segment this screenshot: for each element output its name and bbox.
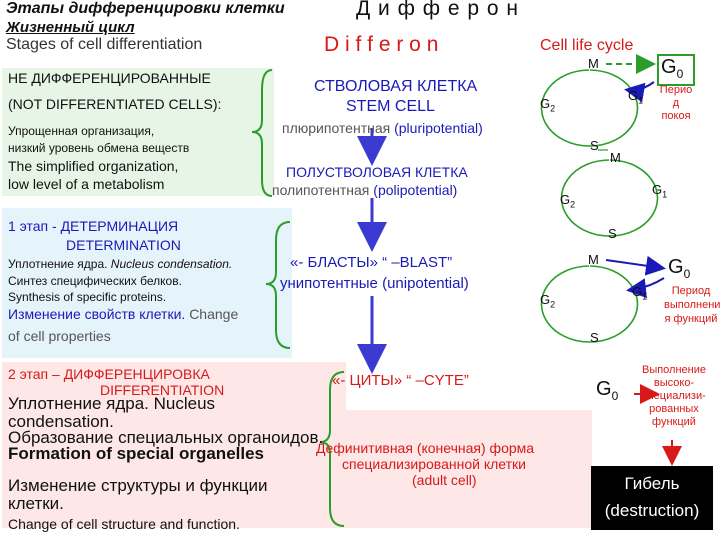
stage2-line6: клетки.: [8, 494, 64, 513]
stage1-title-en: DETERMINATION: [66, 237, 181, 253]
cycle1-g2: G2: [540, 96, 556, 114]
stage1-line5: of cell properties: [8, 328, 111, 344]
undifferentiated-panel: [2, 68, 274, 196]
cycle1-m: M: [588, 56, 599, 71]
title-en: Stages of cell differentiation: [6, 36, 203, 53]
differon-en: D i f f e r o n: [324, 33, 439, 56]
cycle2-g2: G2: [560, 192, 576, 210]
cycle1-s: S: [590, 138, 599, 153]
stem-potency-ru: плюрипотентная: [282, 120, 391, 136]
stage2-panel: [2, 362, 346, 528]
semistem-potency: полипотентная (polipotential): [272, 182, 457, 198]
stage2-line3: Образование специальных органоидов.: [8, 428, 324, 447]
cycle1-g0: G0: [661, 56, 684, 81]
brace-stage2: [319, 371, 345, 527]
stage2-line5: Изменение структуры и функции: [8, 476, 268, 495]
cycle2-circle: [560, 159, 659, 237]
stage2-title-ru: 2 этап – ДИФФЕРЕНЦИРОВКА: [8, 366, 210, 382]
cycle3-m: M: [588, 252, 599, 267]
stage2-line1: Уплотнение ядра. Nucleus: [8, 394, 216, 413]
blast-potency: унипотентные (unipotential): [280, 275, 469, 292]
semistem-potency-en: (polipotential): [373, 182, 458, 198]
cycle3-arrow-to-g0: [605, 255, 666, 276]
undiff-desc-ru-1: Упрощенная организация,: [8, 124, 155, 138]
definitive-line3: (adult cell): [412, 472, 477, 488]
undiff-heading-en: (NOT DIFFERENTIATED CELLS):: [8, 96, 222, 112]
cyte-label: «- ЦИТЫ» “ –CYTE”: [332, 372, 469, 389]
stage1-line2: Синтез специфических белков.: [8, 274, 182, 288]
stage1-title-ru: 1 этап - ДЕТЕРМИНАЦИЯ: [8, 218, 179, 234]
brace-stage1: [265, 221, 291, 349]
undiff-heading-ru: НЕ ДИФФЕРЕНЦИРОВАННЫЕ: [8, 70, 211, 86]
cycle2-s: S: [608, 226, 617, 241]
blast-potency-en: (unipotential): [382, 275, 469, 292]
semistem-potency-ru: полипотентная: [272, 182, 370, 198]
brace-undifferentiated: [251, 69, 273, 197]
undiff-desc-en-2: low level of a metabolism: [8, 176, 165, 192]
blast-label: «- БЛАСТЫ» “ –BLAST”: [290, 254, 453, 271]
stem-potency-en: (pluripotential): [394, 120, 483, 136]
undiff-desc-ru-2: низкий уровень обмена веществ: [8, 141, 190, 155]
cycle3-s: S: [590, 330, 599, 345]
final-g0: G0: [596, 378, 619, 403]
cycle3-g1: G1: [632, 284, 648, 302]
definitive-line1: Дефинитивная (конечная) форма: [316, 440, 535, 456]
lifecycle-en: Cell life cycle: [540, 37, 634, 54]
cycle3-arrow-from-g0: [626, 277, 665, 299]
stage1-panel: [2, 208, 292, 358]
death-en: (destruction): [604, 501, 700, 520]
differon-ru: Д и ф ф е р о н: [356, 0, 519, 20]
cycle2-m: M: [610, 150, 621, 165]
stage2-title-en: DIFFERENTIATION: [100, 382, 225, 398]
stage1-line4-ru: Изменение свойств клетки.: [8, 306, 186, 322]
stage1-line1: Уплотнение ядра. Nucleus condensation.: [8, 257, 232, 271]
stage1-line4-en: Change: [189, 306, 239, 322]
stage2-line7: Change of cell structure and function.: [8, 516, 240, 532]
stage1-line1-ru: Уплотнение ядра.: [8, 257, 108, 271]
cycle3-g2: G2: [540, 292, 556, 310]
stem-label-ru: СТВОЛОВАЯ КЛЕТКА: [314, 78, 478, 95]
cycle1-circle: [540, 69, 639, 147]
cycle3-g0: G0: [668, 256, 691, 281]
stage1-line1-en: Nucleus condensation.: [110, 257, 233, 271]
undiff-desc-en-1: The simplified organization,: [8, 158, 179, 174]
lifecycle-ru: Жизненный цикл: [6, 19, 135, 36]
stage2-line2: condensation.: [8, 412, 114, 431]
stage2-line4: Formation of special organelles: [8, 444, 265, 463]
cycle1-g0-box: [657, 54, 695, 86]
blast-potency-ru: унипотентные: [280, 275, 378, 292]
cycle1-arrow-from-g0: [624, 81, 655, 103]
definitive-panel: [346, 410, 592, 528]
definitive-line2: специализированной клетки: [342, 456, 526, 472]
stem-label-en: STEM CELL: [346, 98, 435, 115]
stage1-line3: Synthesis of specific proteins.: [8, 290, 167, 304]
semistem-label-ru: ПОЛУСТВОЛОВАЯ КЛЕТКА: [286, 164, 468, 180]
stem-potency: плюрипотентная (pluripotential): [282, 120, 483, 136]
cycle2-g1: G1: [652, 182, 668, 200]
death-ru: Гибель: [624, 474, 680, 493]
stage1-line4: Изменение свойств клетки. Change: [8, 306, 238, 322]
death-box: Гибель (destruction): [591, 466, 713, 530]
title-ru: Этапы дифференцировки клетки: [6, 0, 285, 17]
cycle1-g1: G1: [628, 88, 644, 106]
